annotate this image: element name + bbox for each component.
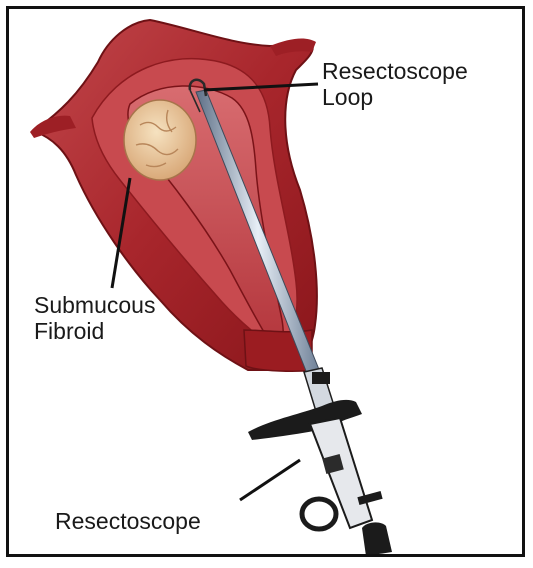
label-resectoscope-loop-line2: Loop — [322, 84, 468, 110]
eyepiece — [362, 522, 392, 556]
instrument-collar — [312, 372, 330, 384]
label-resectoscope-loop-line1: Resectoscope — [322, 58, 468, 84]
leader-line-scope — [240, 460, 300, 500]
label-submucous-fibroid-line2: Fibroid — [34, 318, 155, 344]
label-submucous-fibroid: Submucous Fibroid — [34, 292, 155, 344]
label-resectoscope: Resectoscope — [55, 508, 201, 534]
label-submucous-fibroid-line1: Submucous — [34, 292, 155, 318]
thumb-ring — [302, 499, 336, 529]
submucous-fibroid — [124, 100, 196, 180]
working-element — [310, 418, 372, 528]
label-resectoscope-loop: Resectoscope Loop — [322, 58, 468, 110]
